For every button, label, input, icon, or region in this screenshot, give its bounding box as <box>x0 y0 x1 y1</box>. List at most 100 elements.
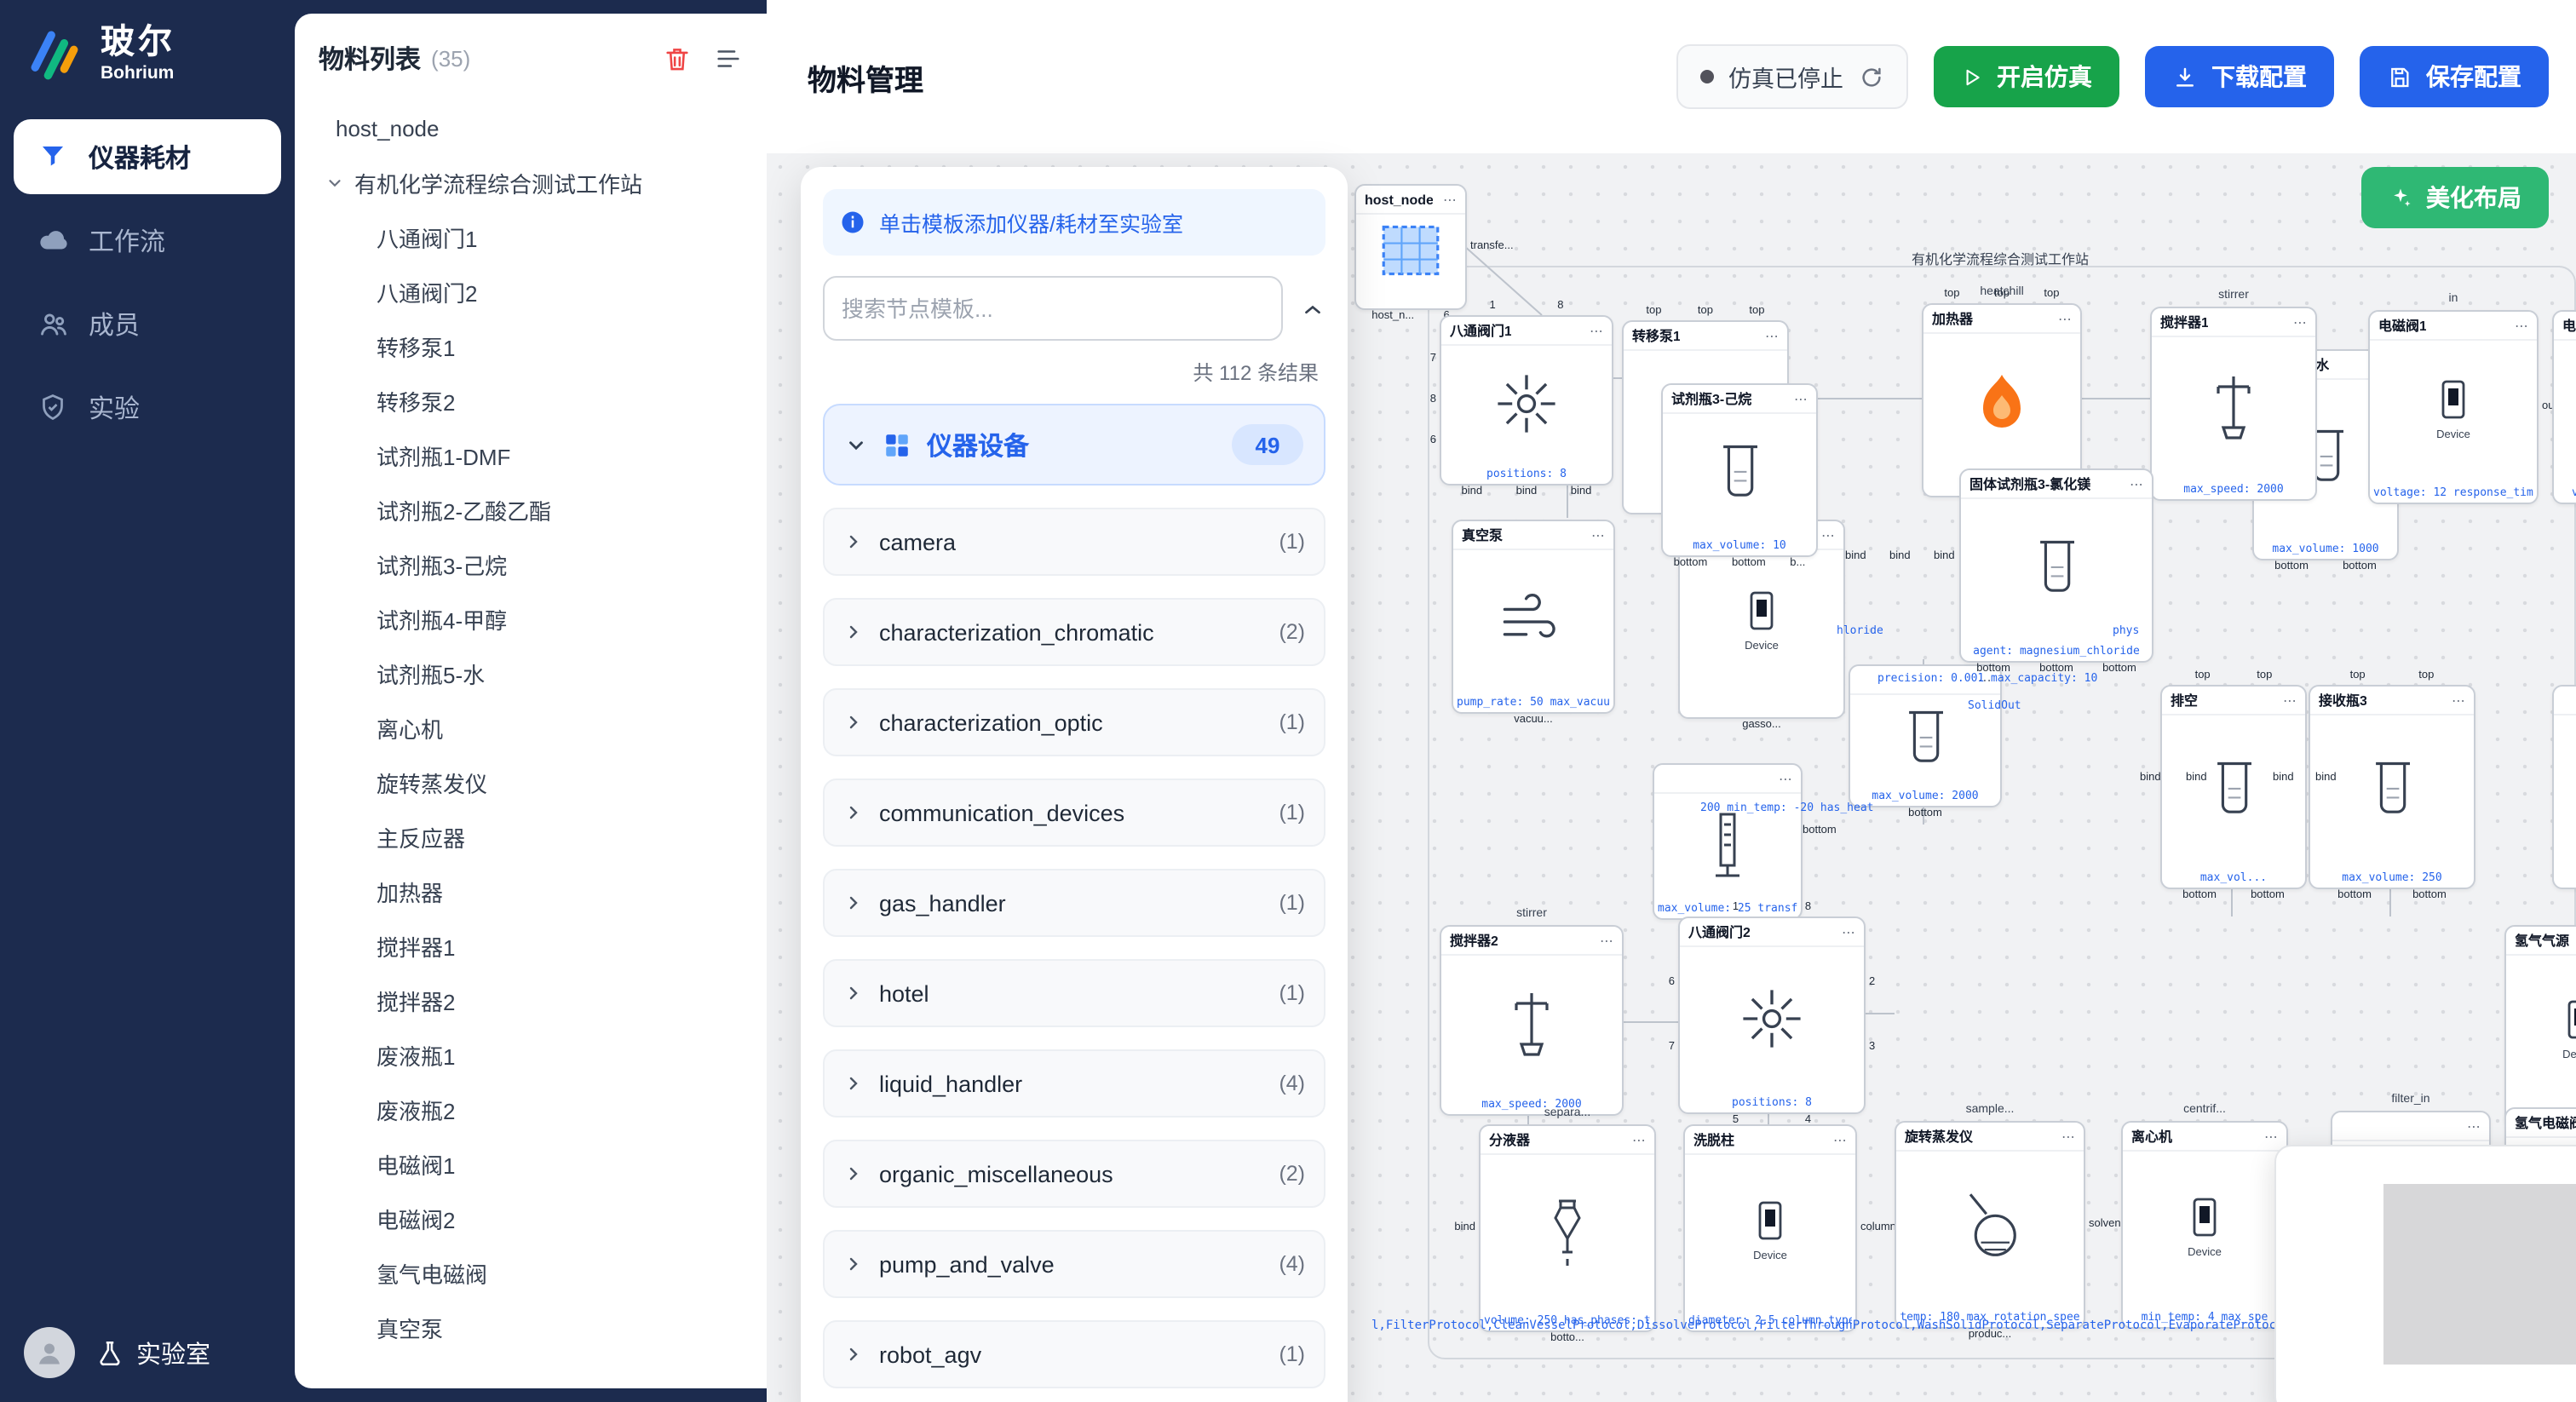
svg-text:Device: Device <box>2562 1047 2576 1060</box>
tree-item[interactable]: 试剂瓶2-乙酸乙酯 <box>295 482 767 537</box>
tree-item[interactable]: 转移泵1 <box>295 319 767 373</box>
category-row[interactable]: hotel (1) <box>823 959 1325 1027</box>
category-row[interactable]: robot_agv (1) <box>823 1320 1325 1388</box>
flow-node[interactable]: ⋯max_volume: 25 transfer_rate: 10transfe… <box>1653 763 1803 931</box>
category-row[interactable]: liquid_handler (4) <box>823 1049 1325 1118</box>
sidebar-item-experiments[interactable]: 实验 <box>14 370 281 445</box>
tree-item[interactable]: 氢气电磁阀 <box>295 1245 767 1300</box>
brand[interactable]: 玻尔 Bohrium <box>0 0 295 102</box>
node-menu-icon[interactable]: ⋯ <box>2061 1129 2075 1144</box>
tree-item[interactable]: 搅拌器1 <box>295 918 767 973</box>
chevron-right-icon <box>849 625 858 639</box>
tree-item[interactable]: 试剂瓶3-己烷 <box>295 537 767 591</box>
node-menu-icon[interactable]: ⋯ <box>2130 476 2143 491</box>
node-menu-icon[interactable]: ⋯ <box>1600 933 1613 948</box>
tree-item[interactable]: 电磁阀1 <box>295 1136 767 1191</box>
flow-node[interactable]: separa...分液器⋯volume: 250 has_phases: tru… <box>1454 1107 1656 1343</box>
tree-item[interactable]: 真空泵 <box>295 1300 767 1354</box>
list-layout-button[interactable] <box>712 43 743 74</box>
flow-node[interactable]: 氢气气源⋯Device_type: hydrogengasso... <box>2504 925 2576 1141</box>
tree-item[interactable]: 试剂瓶4-甲醇 <box>295 591 767 646</box>
tree-root-host-node[interactable]: host_node <box>295 101 767 155</box>
node-menu-icon[interactable]: ⋯ <box>1632 1132 1646 1147</box>
simulation-status[interactable]: 仿真已停止 <box>1676 44 1908 109</box>
node-menu-icon[interactable]: ⋯ <box>2515 318 2528 333</box>
sidebar-item-workflow[interactable]: 工作流 <box>14 203 281 278</box>
lab-entry[interactable]: 实验室 <box>95 1335 210 1370</box>
category-row[interactable]: gas_handler (1) <box>823 869 1325 937</box>
start-simulation-button[interactable]: 开启仿真 <box>1934 46 2119 107</box>
category-row[interactable]: camera (1) <box>823 508 1325 576</box>
node-menu-icon[interactable]: ⋯ <box>2058 311 2072 326</box>
node-menu-icon[interactable]: ⋯ <box>1590 323 1603 338</box>
node-menu-icon[interactable]: ⋯ <box>2452 692 2465 708</box>
tree-item[interactable]: 试剂瓶1-DMF <box>295 428 767 482</box>
flow-node[interactable]: sample...旋转蒸发仪⋯temp: 180 max_rotation_sp… <box>1895 1104 2130 1340</box>
node-properties: voltage: 12 response_time: 0.1 <box>2373 486 2533 499</box>
node-menu-icon[interactable]: ⋯ <box>1821 527 1835 543</box>
flow-node[interactable]: 真空泵⋯pump_rate: 50 max_vacuum: 0.1vacuu..… <box>1452 520 1615 725</box>
tree-item[interactable]: 离心机 <box>295 700 767 755</box>
download-config-button[interactable]: 下载配置 <box>2145 46 2334 107</box>
tree-item[interactable]: 搅拌器2 <box>295 973 767 1027</box>
node-menu-icon[interactable]: ⋯ <box>2283 692 2297 708</box>
tree-item[interactable]: 废液瓶1 <box>295 1027 767 1082</box>
sidebar-item-instruments[interactable]: 仪器耗材 <box>14 119 281 194</box>
delete-all-button[interactable] <box>661 43 692 74</box>
sidebar-item-members[interactable]: 成员 <box>14 286 281 361</box>
flow-node[interactable]: host_node⋯host_n...6transfe... <box>1354 184 1514 321</box>
tree-item[interactable]: 废液瓶2 <box>295 1082 767 1136</box>
tree-item[interactable]: 主反应器 <box>295 809 767 864</box>
node-menu-icon[interactable]: ⋯ <box>1833 1132 1847 1147</box>
node-menu-icon[interactable]: ⋯ <box>1794 391 1808 406</box>
tree-item[interactable]: 旋转蒸发仪 <box>295 755 767 809</box>
node-menu-icon[interactable]: ⋯ <box>1842 924 1855 939</box>
node-menu-icon[interactable]: ⋯ <box>1443 192 1457 207</box>
node-menu-icon[interactable]: ⋯ <box>2467 1118 2481 1134</box>
save-config-button[interactable]: 保存配置 <box>2360 46 2549 107</box>
tree-group-workstation[interactable]: 有机化学流程综合测试工作站 <box>295 155 767 210</box>
category-row[interactable]: communication_devices (1) <box>823 779 1325 847</box>
beautify-layout-button[interactable]: 美化布局 <box>2361 167 2549 228</box>
node-menu-icon[interactable]: ⋯ <box>2293 314 2307 330</box>
minimap[interactable] <box>2274 1145 2576 1402</box>
node-menu-icon[interactable]: ⋯ <box>2264 1129 2278 1144</box>
materials-header: 物料列表 (35) <box>295 14 767 90</box>
refresh-icon[interactable] <box>1859 64 1884 89</box>
node-menu-icon[interactable]: ⋯ <box>1978 672 1992 687</box>
category-row[interactable]: characterization_optic (1) <box>823 688 1325 756</box>
collapse-panel-icon[interactable] <box>1300 296 1325 321</box>
category-row[interactable]: pump_and_valve (4) <box>823 1230 1325 1298</box>
node-title: 旋转蒸发仪 <box>1905 1129 1973 1145</box>
equipment-accordion[interactable]: 仪器设备 49 <box>823 404 1325 486</box>
tree-item[interactable]: 试剂瓶5-水 <box>295 646 767 700</box>
node-menu-icon[interactable]: ⋯ <box>1765 328 1779 343</box>
category-row[interactable]: organic_miscellaneous (2) <box>823 1140 1325 1208</box>
search-input[interactable] <box>823 276 1283 341</box>
node-menu-icon[interactable]: ⋯ <box>1779 771 1792 786</box>
tree-item[interactable]: 转移泵2 <box>295 373 767 428</box>
user-avatar[interactable] <box>24 1327 75 1378</box>
tree-item[interactable]: 电磁阀2 <box>295 1191 767 1245</box>
tree-item[interactable]: 加热器 <box>295 864 767 918</box>
tree-item[interactable]: 八通阀门1 <box>295 210 767 264</box>
node-menu-icon[interactable]: ⋯ <box>1591 527 1605 543</box>
minimap-viewport[interactable] <box>2383 1184 2576 1365</box>
flow-node[interactable]: ⋯ <box>2552 685 2576 889</box>
tree-item[interactable]: 八通阀门2 <box>295 264 767 319</box>
category-row[interactable]: characterization_chromatic (2) <box>823 598 1325 666</box>
